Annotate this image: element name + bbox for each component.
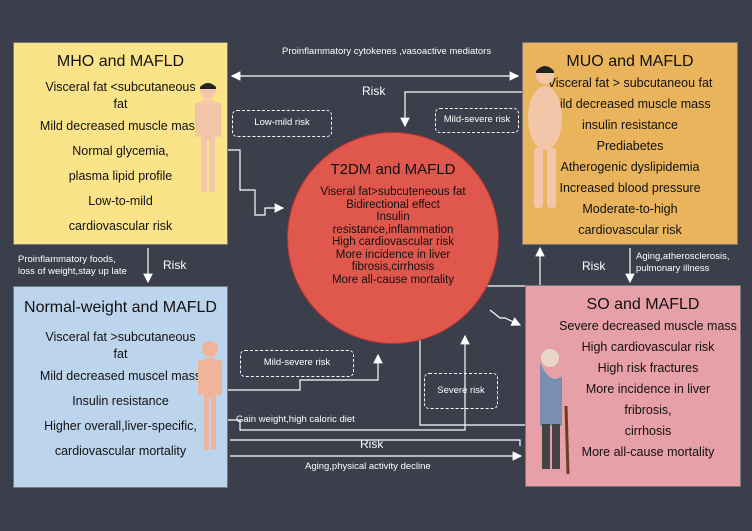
mho-box: MHO and MAFLD Visceral fat <subcutaneous… — [13, 42, 228, 245]
normal-weight-box: Normal-weight and MAFLD Visceral fat >su… — [13, 286, 228, 488]
nw-title: Normal-weight and MAFLD — [24, 299, 217, 316]
left-food-label: Proinflammatory foods, loss of weight,st… — [18, 254, 127, 278]
t2dm-line: Insulin — [376, 211, 410, 223]
t2dm-line: Bidirectional effect — [346, 198, 440, 211]
nw-line: cardiovascular mortality — [54, 444, 187, 458]
so-line: More all-cause mortality — [581, 445, 715, 459]
so-line: Severe decreased muscle mass — [559, 319, 737, 333]
anatomy-figure-icon — [198, 341, 222, 450]
muo-box: MUO and MAFLD Visceral fat > subcutaneou… — [522, 42, 738, 245]
right-aging-label-line: pulmonary illness — [636, 263, 710, 274]
muo-lines: Visceral fat > subcutaneou fat Mild decr… — [523, 73, 737, 241]
muo-title: MUO and MAFLD — [566, 53, 694, 70]
t2dm-line: resistance,inflammation — [332, 223, 454, 236]
so-lines: Severe decreased muscle mass High cardio… — [526, 316, 740, 463]
t2dm-line: fibrosis,cirrhosis — [351, 261, 435, 273]
t2dm-lines: Viseral fat>subcuteneous fat Bidirection… — [288, 186, 498, 286]
low-mild-risk-tag: Low-mild risk — [232, 110, 332, 137]
muo-line: cardiovascular risk — [578, 223, 682, 237]
mho-line: plasma lipid profile — [68, 169, 173, 183]
muo-line: Increased blood pressure — [559, 181, 701, 195]
risk-label-left: Risk — [163, 258, 187, 272]
muo-line: Visceral fat > subcutaneou fat — [547, 76, 713, 90]
mho-line: Visceral fat <subcutaneous — [45, 80, 196, 94]
mho-title: MHO and MAFLD — [56, 53, 185, 70]
t2dm-line: More incidence in liver — [335, 248, 451, 261]
nw-line: Insulin resistance — [72, 394, 169, 408]
risk-label-bottom: Risk — [360, 437, 384, 451]
nw-line: fat — [113, 347, 128, 361]
left-food-label-line: loss of weight,stay up late — [18, 266, 127, 277]
muo-line: Mild decreased muscle mass — [549, 97, 711, 111]
so-title: SO and MAFLD — [586, 296, 700, 313]
aging-decline-label: Aging,physical activity decline — [305, 461, 431, 472]
so-line: fribrosis, — [624, 403, 672, 417]
t2dm-line: High cardiovascular risk — [331, 236, 455, 248]
right-aging-label: Aging,atherosclerosis, pulmonary illness — [636, 251, 729, 275]
right-aging-label-line: Aging,atherosclerosis, — [636, 251, 730, 262]
so-line: More incidence in liver — [585, 382, 711, 396]
so-line: High risk fractures — [597, 361, 699, 375]
nw-line: Visceral fat >subcutaneous — [45, 330, 196, 344]
elderly-person-icon — [540, 349, 570, 475]
so-line: High cardiovascular risk — [581, 340, 715, 354]
top-connector-label: Proinflammatory cytokenes ,vasoactive me… — [282, 46, 492, 57]
muo-line: Moderate-to-high — [582, 202, 678, 216]
mho-line: Mild decreased muscle mass — [39, 119, 202, 133]
muo-line: Atherogenic dyslipidemia — [560, 160, 700, 174]
nw-line: Mild decreased muscel mass — [39, 369, 202, 383]
t2dm-line: Viseral fat>subcuteneous fat — [320, 186, 466, 198]
mild-severe-risk-tag-left: Mild-severe risk — [240, 350, 354, 377]
t2dm-circle: T2DM and MAFLD Viseral fat>subcuteneous … — [287, 132, 499, 344]
obese-person-icon — [528, 66, 562, 208]
person-figure-icon — [195, 83, 221, 192]
left-food-label-line: Proinflammatory foods, — [18, 254, 116, 265]
so-box: SO and MAFLD Severe decreased muscle mas… — [525, 285, 741, 487]
severe-risk-tag: Severe risk — [424, 373, 498, 409]
nw-lines: Visceral fat >subcutaneous fat Mild decr… — [14, 327, 227, 462]
so-line: cirrhosis — [624, 424, 672, 438]
nw-line: Higher overall,liver-specific, — [44, 419, 197, 433]
gain-weight-label: Gain weight,high caloric diet — [236, 414, 355, 425]
mho-line: fat — [113, 97, 128, 111]
risk-label-right: Risk — [582, 259, 606, 273]
mho-lines: Visceral fat <subcutaneous fat Mild decr… — [14, 77, 227, 237]
t2dm-title: T2DM and MAFLD — [330, 161, 456, 178]
mho-line: cardiovascular risk — [68, 219, 173, 233]
muo-line: Prediabetes — [596, 139, 664, 153]
mho-line: Normal glycemia, — [72, 144, 169, 158]
mho-line: Low-to-mild — [88, 194, 153, 208]
muo-line: insulin resistance — [582, 118, 678, 132]
mild-severe-risk-tag-top: Mild-severe risk — [435, 108, 519, 133]
risk-label-top: Risk — [362, 84, 386, 98]
t2dm-line: More all-cause mortality — [331, 273, 455, 286]
